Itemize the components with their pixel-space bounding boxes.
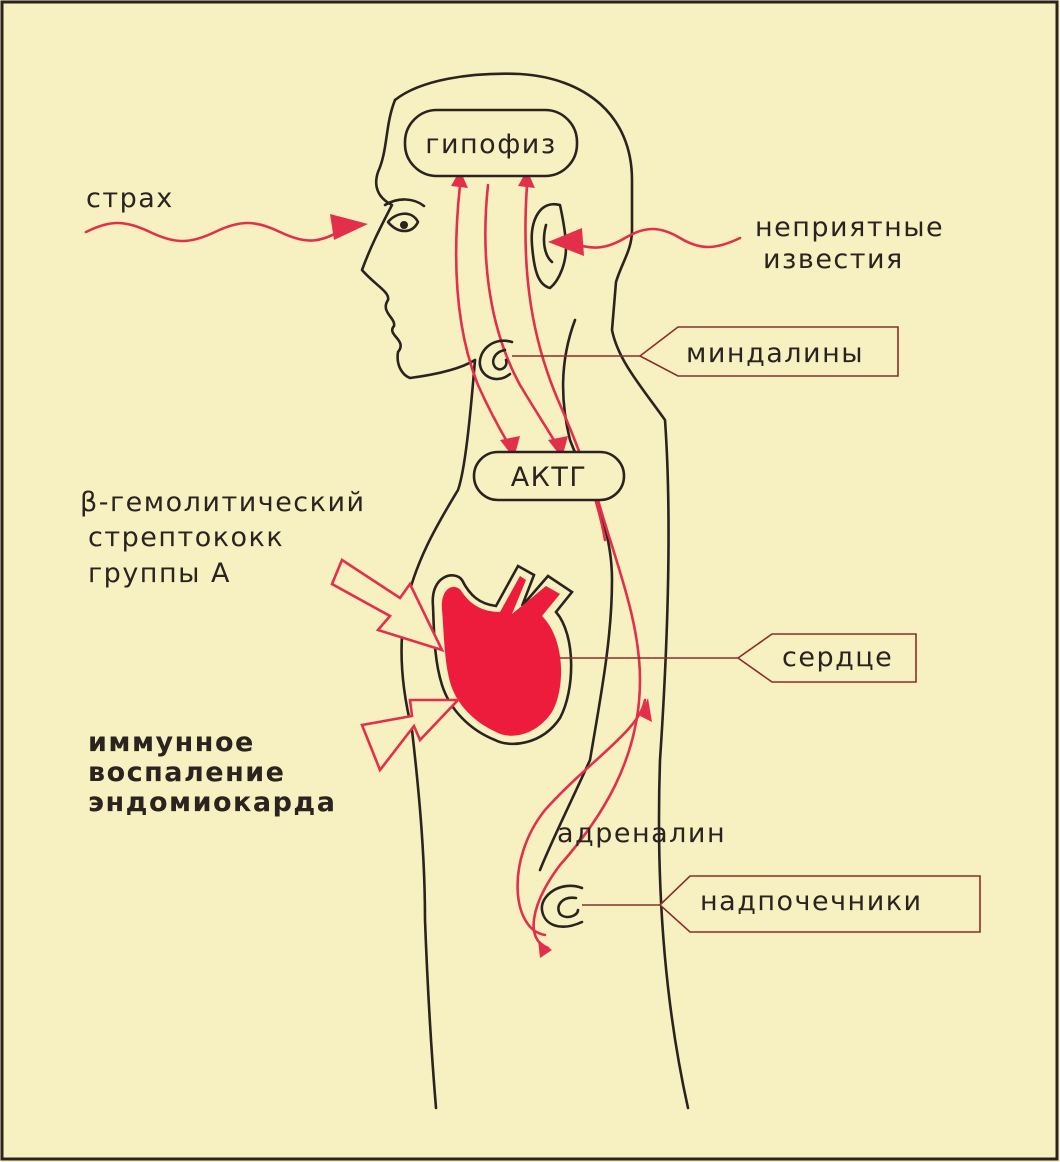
body-outline-front	[393, 72, 690, 1110]
bad-news-arrow	[568, 227, 742, 249]
pathway-pituitary-to-acth-2	[484, 183, 562, 452]
arrowhead-up-2	[518, 170, 535, 188]
eye-icon	[386, 212, 420, 233]
strep-label-line1: β-гемолитический	[80, 487, 366, 518]
face-profile	[360, 98, 477, 380]
body-outline-chest	[400, 358, 477, 1110]
inflammation-arrow	[360, 698, 462, 773]
strep-label-line3: группы А	[88, 558, 231, 589]
inflammation-label-line3: эндомиокарда	[88, 787, 336, 818]
strep-arrow	[330, 558, 445, 653]
back-outline	[538, 318, 614, 872]
ear-inner	[542, 223, 554, 264]
pituitary-box	[403, 108, 579, 178]
fear-arrowhead	[330, 214, 368, 240]
acth-box	[472, 450, 626, 502]
pituitary-label: гипофиз	[425, 129, 556, 160]
heart-label: сердце	[782, 642, 893, 673]
tonsils-label: миндалины	[686, 338, 864, 369]
adrenals-label: надпочечники	[700, 886, 923, 917]
heart-tag	[736, 633, 917, 683]
adrenaline-label: адреналин	[557, 818, 726, 849]
acth-label: АКТГ	[511, 462, 588, 493]
bad-news-label-line1: неприятные	[755, 212, 944, 243]
inflammation-label-line1: иммунное	[88, 727, 255, 758]
adrenals-tag	[658, 875, 981, 933]
arrowhead-up-1	[451, 170, 468, 188]
strep-label-line2: стрептококк	[88, 522, 284, 553]
adrenal-icon	[540, 884, 584, 928]
bad-news-label-line2: известия	[763, 244, 904, 275]
eyebrow	[383, 198, 426, 208]
arrowhead-adrenaline	[640, 698, 652, 722]
pathway-pituitary-to-acth-1	[454, 183, 514, 452]
eye-pupil	[400, 221, 408, 229]
arrowhead-adrenals	[538, 940, 552, 958]
pathway-acth-to-adrenals	[532, 498, 642, 950]
fear-label: страх	[86, 183, 174, 214]
pathway-adrenaline-up	[516, 698, 647, 937]
inflammation-label-line2: воспаление	[88, 757, 286, 788]
fear-arrow	[84, 221, 347, 243]
heart-icon	[441, 576, 562, 736]
tonsils-tag	[638, 326, 899, 377]
bad-news-arrowhead	[548, 228, 584, 256]
tonsil-icon	[478, 339, 514, 381]
